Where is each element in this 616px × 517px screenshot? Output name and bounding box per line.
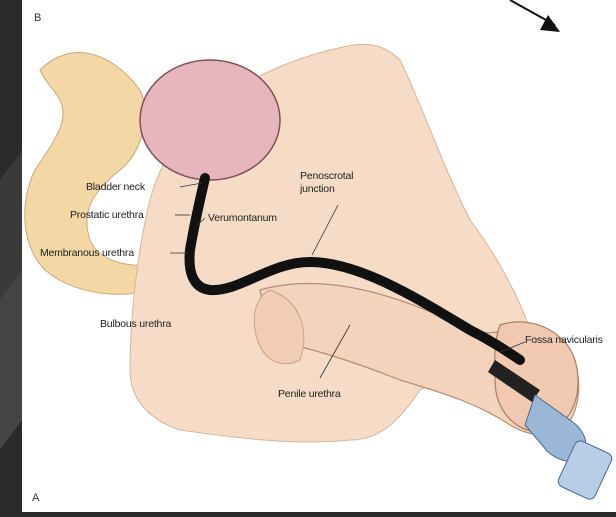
label-penile-urethra: Penile urethra — [278, 388, 341, 400]
label-verumontanum: Verumontanum — [208, 212, 277, 224]
label-bladder-neck: Bladder neck — [86, 181, 145, 193]
label-membranous-urethra: Membranous urethra — [40, 247, 134, 259]
arrow-down-right-icon — [510, 0, 560, 32]
left-dark-strip — [0, 0, 22, 512]
panel-letter-a: A — [32, 492, 39, 504]
label-penoscrotal-line1: Penoscrotal — [300, 170, 353, 182]
bladder — [140, 60, 280, 180]
label-bulbous-urethra: Bulbous urethra — [100, 318, 171, 330]
label-prostatic-urethra: Prostatic urethra — [70, 209, 144, 221]
label-fossa-navicularis: Fossa navicularis — [525, 334, 603, 346]
side-strip-graphic — [0, 0, 22, 512]
panel-letter-b: B — [34, 12, 41, 24]
label-penoscrotal-line2: junction — [300, 183, 335, 195]
